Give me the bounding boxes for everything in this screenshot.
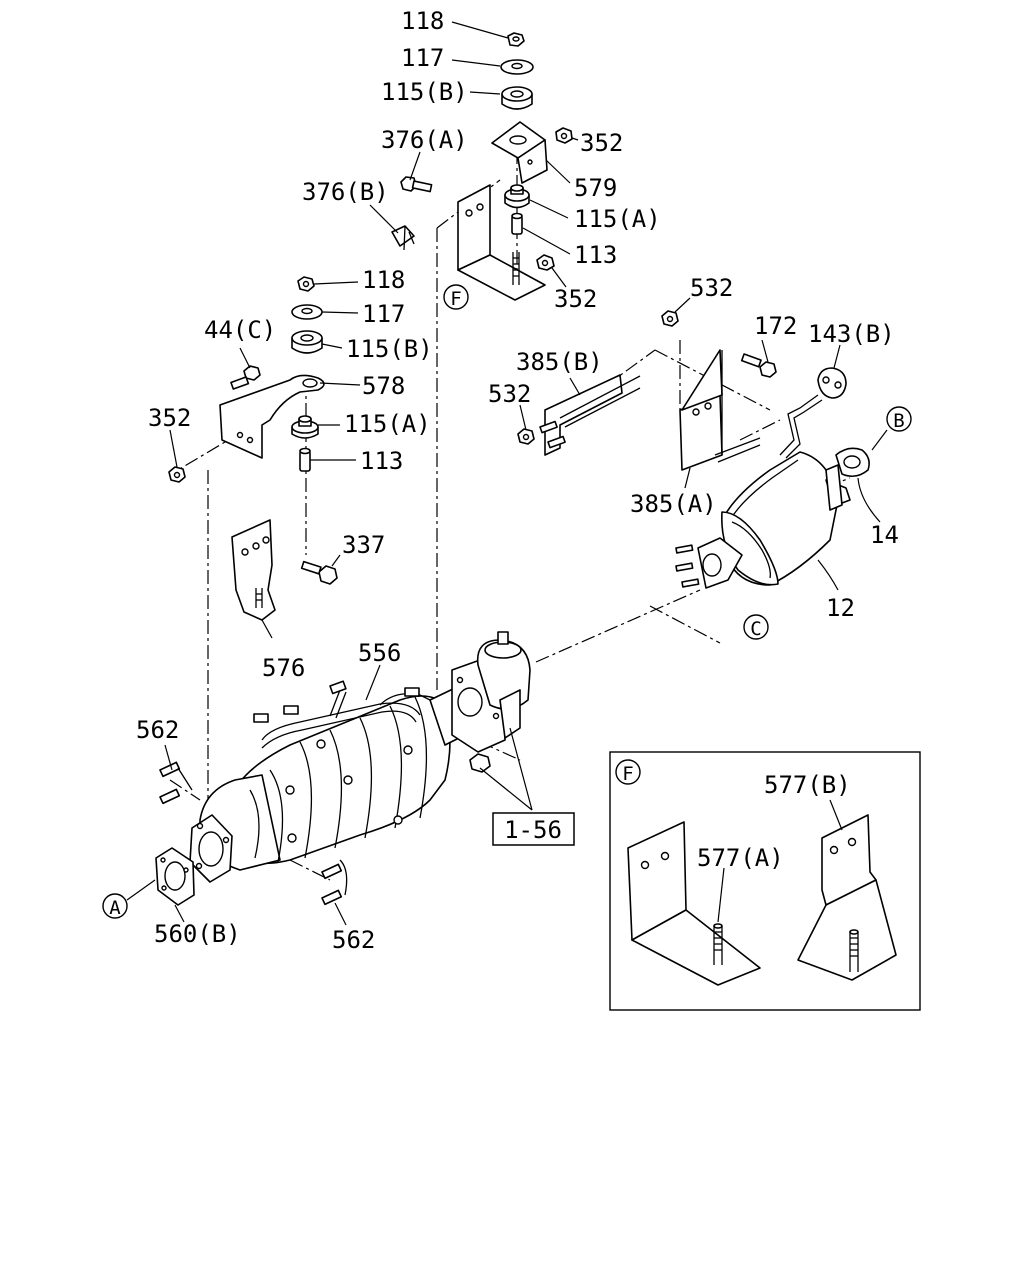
label-560b[interactable]: 560(B) (154, 920, 241, 948)
nut-532-left (517, 428, 535, 445)
label-12[interactable]: 12 (826, 594, 855, 622)
nut-352-left (168, 466, 186, 483)
bracket-385b (539, 374, 641, 456)
label-352-top[interactable]: 352 (580, 129, 623, 157)
label-576[interactable]: 576 (262, 654, 305, 682)
nut-352-mid (536, 254, 555, 271)
label-352-left[interactable]: 352 (148, 404, 191, 432)
left-mount-stack (168, 276, 338, 621)
callout-b-label: B (893, 410, 904, 432)
washer-117-mid (291, 304, 323, 320)
label-113-mid[interactable]: 113 (360, 447, 403, 475)
studs-562-top (159, 761, 193, 805)
bolt-376a (400, 176, 433, 193)
nut-532-top (661, 310, 679, 327)
bolt-44c (230, 365, 261, 390)
rubber-115b-mid (291, 330, 323, 354)
top-mount-stack (391, 32, 573, 301)
collar-113-mid (299, 447, 311, 472)
label-113-top[interactable]: 113 (574, 241, 617, 269)
callout-f-inset-label: F (622, 763, 633, 785)
hanger-143b (779, 367, 847, 459)
label-115b-mid[interactable]: 115(B) (346, 335, 433, 363)
nut-352-top (555, 127, 573, 144)
bracket-f (457, 184, 546, 301)
label-115a-mid[interactable]: 115(A) (344, 410, 431, 438)
nut-118-mid (297, 276, 315, 292)
part-labels: 118 117 115(B) 376(A) 352 579 376(B) 115… (136, 7, 899, 954)
label-376b[interactable]: 376(B) (302, 178, 389, 206)
bolt-337 (300, 560, 338, 585)
clip-376b (391, 225, 415, 251)
label-172[interactable]: 172 (754, 312, 797, 340)
bracket-385a (679, 349, 761, 471)
gasket-560b (155, 847, 195, 906)
label-385a[interactable]: 385(A) (630, 490, 717, 518)
callout-c[interactable]: C (743, 614, 769, 640)
label-115a-top[interactable]: 115(A) (574, 205, 661, 233)
label-577a[interactable]: 577(A) (697, 844, 784, 872)
label-577b[interactable]: 577(B) (764, 771, 851, 799)
studs-562-bottom (321, 859, 348, 906)
callout-c-label: C (750, 618, 761, 640)
leader-lines (164, 21, 888, 926)
callout-b[interactable]: B (886, 406, 912, 432)
bracket-578 (219, 374, 325, 459)
rubber-115a-top (504, 184, 530, 209)
label-578[interactable]: 578 (362, 372, 405, 400)
dpd-assembly-556 (189, 680, 466, 883)
rubber-115b-top (501, 86, 533, 110)
callout-f-main-label: F (450, 288, 461, 310)
label-532-top[interactable]: 532 (690, 274, 733, 302)
callout-f-main[interactable]: F (443, 284, 469, 310)
washer-117-top (500, 59, 534, 75)
gasket-14 (835, 447, 870, 478)
label-143b[interactable]: 143(B) (808, 320, 895, 348)
inset-bracket-577a (627, 821, 761, 986)
nut-118-top (507, 32, 525, 47)
ref-box-1-56[interactable] (492, 812, 575, 846)
muffler-12 (675, 451, 851, 589)
label-115b-top[interactable]: 115(B) (381, 78, 468, 106)
label-556[interactable]: 556 (358, 639, 401, 667)
label-117-top[interactable]: 117 (401, 44, 444, 72)
label-532-left[interactable]: 532 (488, 380, 531, 408)
plate-579 (491, 121, 548, 184)
rubber-115a-mid (291, 415, 319, 439)
label-337[interactable]: 337 (342, 531, 385, 559)
label-44c[interactable]: 44(C) (204, 316, 276, 344)
label-562-top[interactable]: 562 (136, 716, 179, 744)
bolt-172 (740, 353, 777, 378)
callout-f-inset: F (615, 759, 641, 785)
label-579[interactable]: 579 (574, 174, 617, 202)
collar-113-top (511, 212, 523, 235)
label-562-bottom[interactable]: 562 (332, 926, 375, 954)
label-385b[interactable]: 385(B) (516, 348, 603, 376)
label-117-mid[interactable]: 117 (362, 300, 405, 328)
ref-1-56-label[interactable]: 1-56 (504, 816, 562, 844)
label-14[interactable]: 14 (870, 521, 899, 549)
label-118-top[interactable]: 118 (401, 7, 444, 35)
label-118-mid[interactable]: 118 (362, 266, 405, 294)
callout-a-label: A (109, 897, 121, 919)
inset-bracket-577b (797, 814, 897, 981)
label-376a[interactable]: 376(A) (381, 126, 468, 154)
callout-a[interactable]: A (102, 879, 156, 919)
bracket-576 (231, 519, 276, 621)
label-352-mid[interactable]: 352 (554, 285, 597, 313)
turbo-component (451, 631, 531, 773)
